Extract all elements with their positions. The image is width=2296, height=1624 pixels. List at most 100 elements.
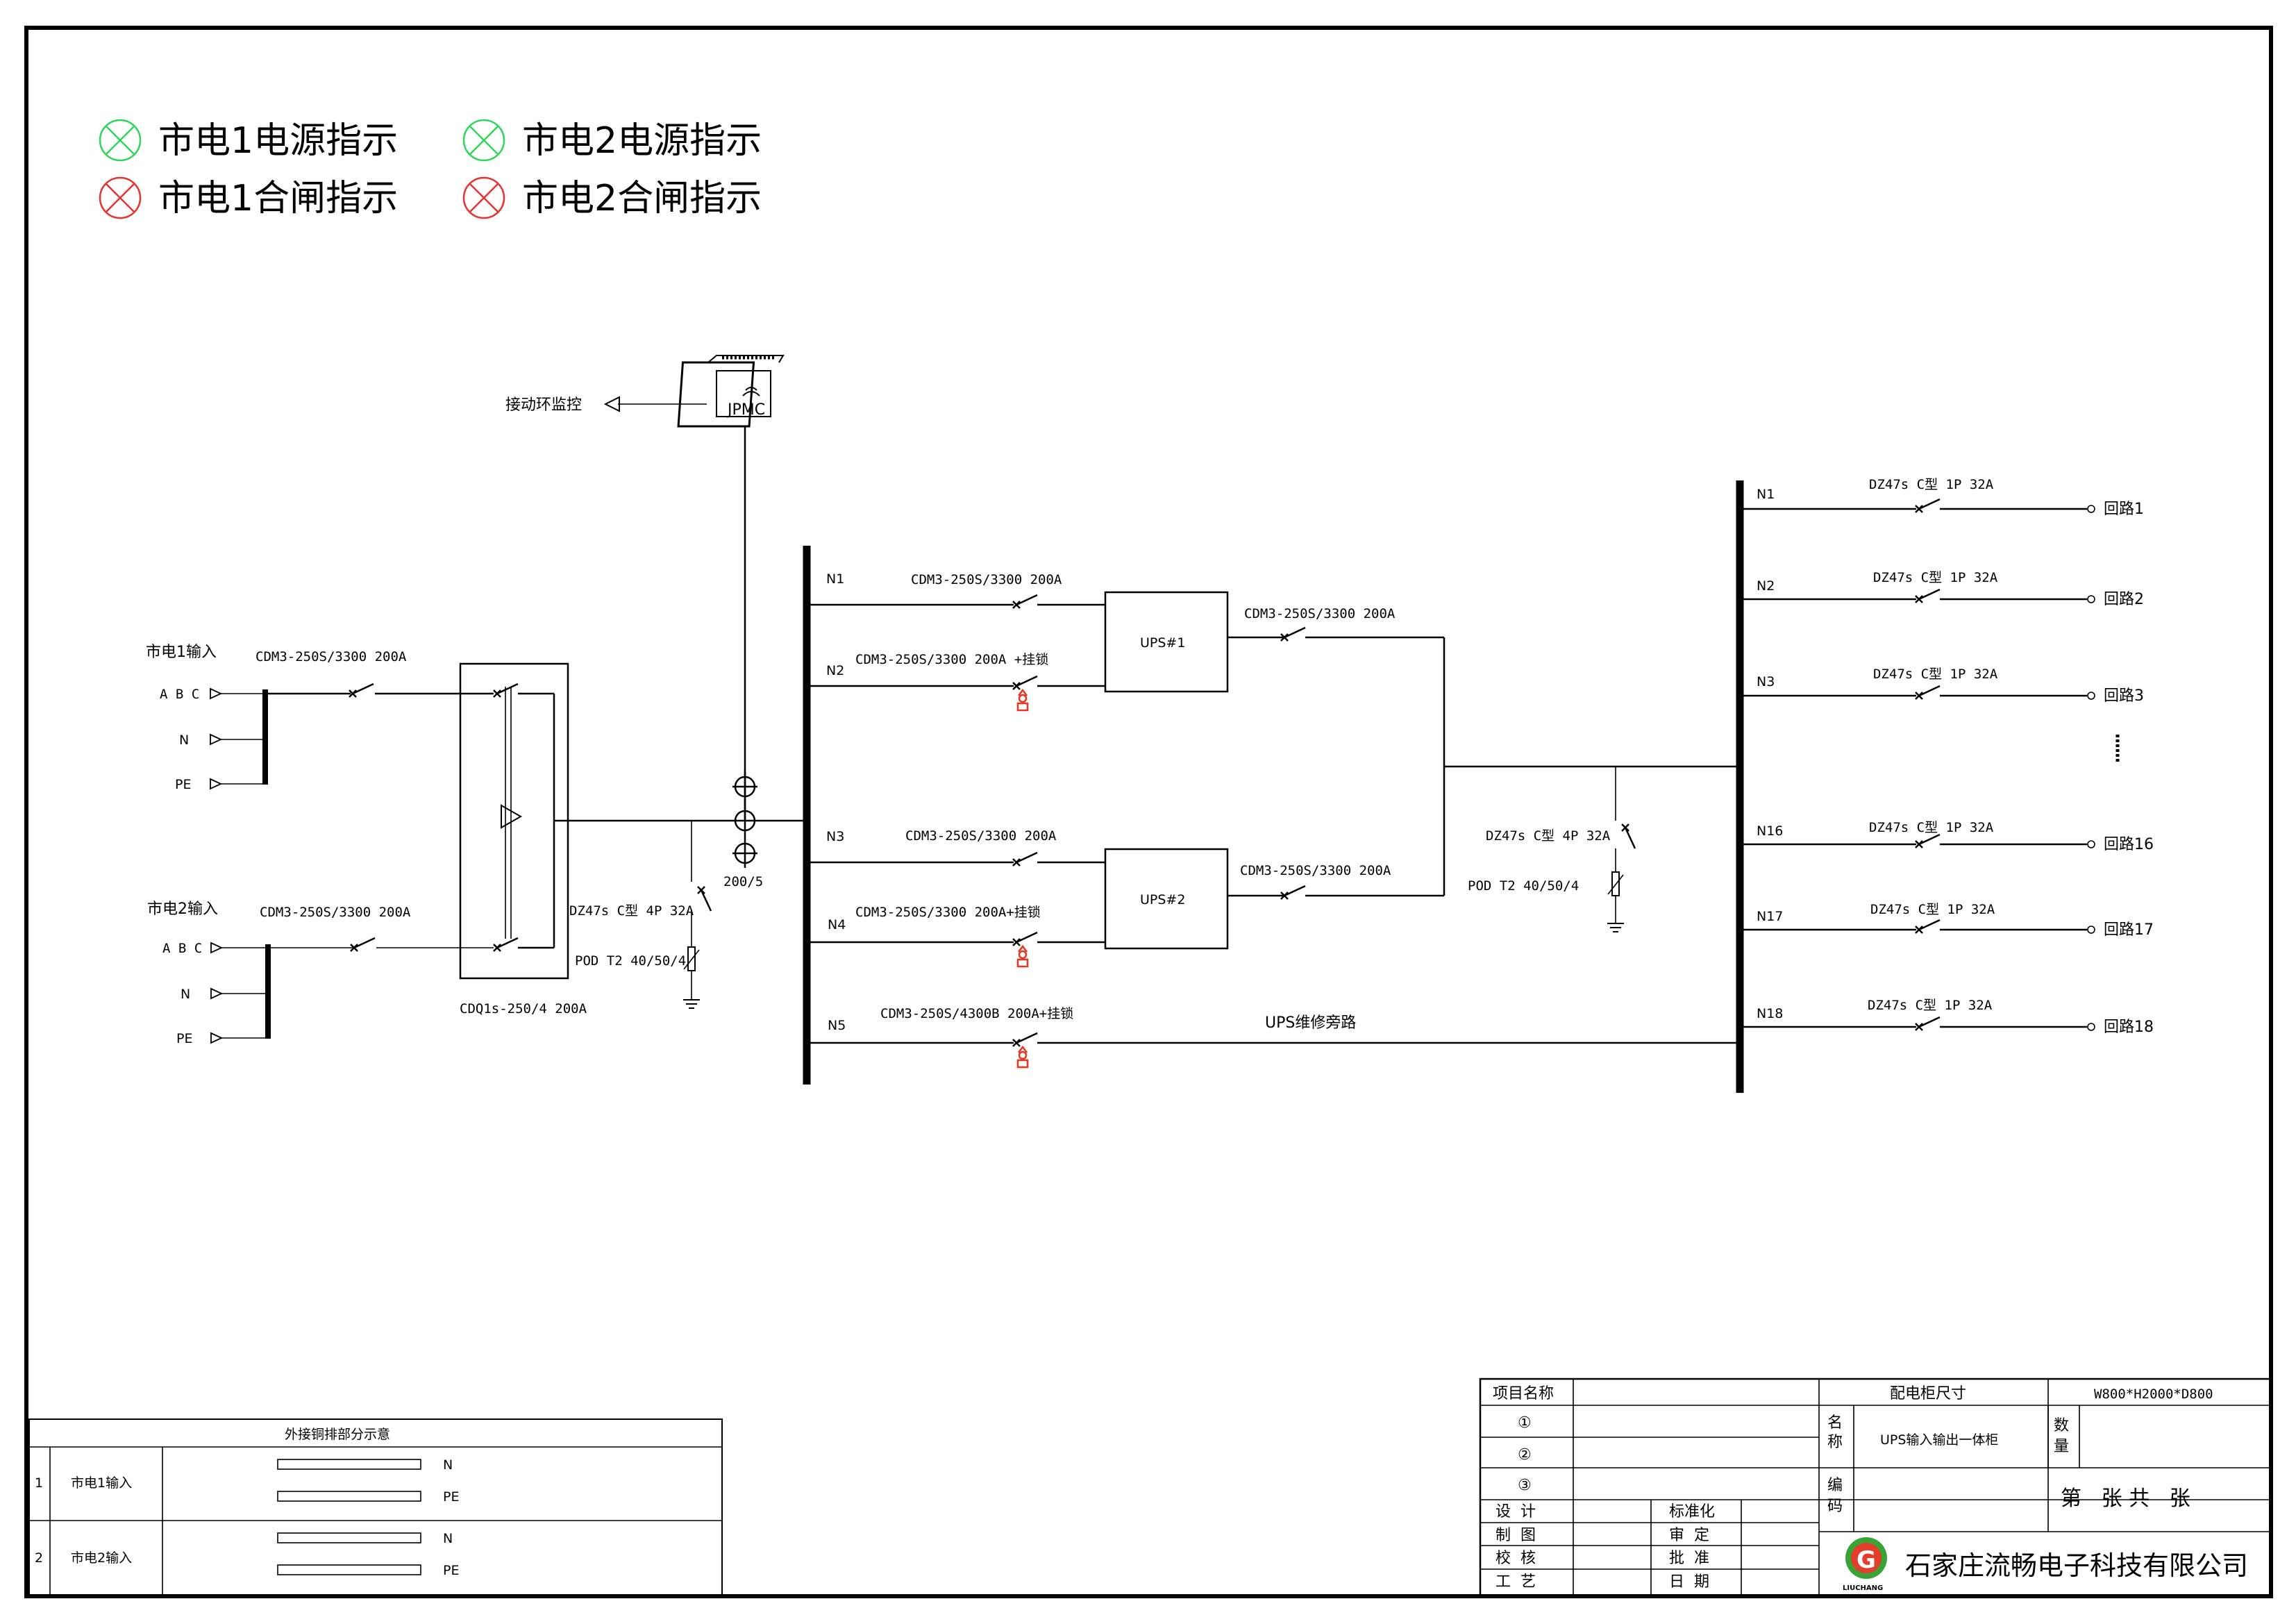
qty-label: 数 [2054,1417,2069,1434]
legend-label: 市电2合闸指示 [522,178,762,219]
input-title: 市电2输入 [147,901,218,918]
breaker-label: DZ47s C型 1P 32A [1868,998,1993,1013]
feeder-id: N18 [1757,1006,1783,1021]
svg-text:G: G [1857,1546,1876,1574]
qty-label: 量 [2054,1438,2069,1455]
bar-label: N [443,1457,453,1473]
indicator-lamp-icon [99,176,142,219]
breaker-label: DZ47s C型 1P 32A [1869,477,1994,492]
output-circuit: N18 DZ47s C型 1P 32A 回路18 [1740,998,2154,1036]
breaker-icon [1914,685,1941,701]
spd-label: POD T2 40/50/4 [1468,878,1579,894]
output-circuit: N1 DZ47s C型 1P 32A 回路1 [1740,477,2144,518]
breaker-icon [1012,1032,1039,1048]
role-label: 制 图 [1495,1527,1536,1544]
jpmc-monitor: JPMC 接动环监控 [505,355,785,819]
circled-number: ② [1518,1446,1532,1464]
sheet-number: 第 张 共 张 [2061,1487,2190,1511]
outer-frame [24,26,2273,1598]
breaker-icon [1280,626,1307,642]
breaker-icon [1914,498,1941,514]
breaker-label: DZ47s C型 1P 32A [1869,820,1994,835]
breaker-label: DZ47s C型 1P 32A [1873,570,1998,585]
bar-pe [277,1491,421,1502]
bar-pe [277,1564,421,1575]
feeder-id: N1 [1757,487,1775,502]
spd-right: DZ47s C型 4P 32A POD T2 40/50/4 [1468,767,1636,932]
legend-label: 市电1合闸指示 [158,178,398,219]
project-name-label: 项目名称 [1493,1385,1554,1403]
padlock-icon [1016,689,1029,712]
monitor-target-label: 接动环监控 [505,396,582,414]
role-label: 标准化 [1669,1503,1715,1521]
feeder-id: N1 [826,571,844,587]
ats-switch: CDQ1s-250/4 200A [459,662,745,1016]
legend: 市电1电源指示 市电2电源指示 市电1合闸指示 市电2合闸指示 [99,119,762,219]
role-label: 批 准 [1669,1550,1709,1567]
bar-label: N [443,1531,453,1546]
input-title: 市电1输入 [146,644,217,661]
legend-label: 市电2电源指示 [522,120,762,162]
output-circuit: N2 DZ47s C型 1P 32A 回路2 [1740,570,2144,608]
current-transformers: 200/5 [723,771,807,889]
bar-label: PE [443,1563,459,1578]
name-label: 称 [1827,1434,1843,1451]
ct-ratio-label: 200/5 [723,874,763,889]
breaker-icon [348,683,375,698]
breaker-label: DZ47s C型 1P 32A [1873,667,1998,682]
padlock-icon [1016,945,1029,968]
phase-label: A B C [162,941,202,956]
jpmc-label: JPMC [726,401,765,419]
breaker-icon [1620,823,1636,850]
neutral-label: N [181,987,190,1002]
breaker-icon [1914,919,1941,935]
ground-icon [682,999,701,1009]
circled-number: ③ [1518,1477,1532,1494]
breaker-icon [492,937,519,953]
breaker-label: CDM3-250S/3300 200A [255,649,407,664]
row-name: 市电1输入 [71,1475,132,1491]
output-circuit: N16 DZ47s C型 1P 32A 回路16 [1740,820,2154,853]
legend-label: 市电1电源指示 [158,120,398,162]
breaker-icon [349,937,376,953]
indicator-lamp-icon [462,176,505,219]
breaker-icon [1914,833,1941,849]
breaker-label: DZ47s C型 4P 32A [569,903,694,919]
feeder-id: N3 [826,829,844,844]
role-label: 校 核 [1495,1550,1536,1567]
breaker-icon [1914,1016,1941,1032]
breaker-label: CDM3-250S/4300B 200A+挂锁 [880,1006,1073,1021]
triangle-icon [501,804,523,829]
feeder-n4: N4 CDM3-250S/3300 200A+挂锁 [807,905,1105,968]
code-label: 编 [1827,1477,1843,1494]
company-name: 石家庄流畅电子科技有限公司 [1905,1550,2248,1581]
cabinet-size-value: W800*H2000*D800 [2094,1387,2213,1402]
spd-left: DZ47s C型 4P 32A POD T2 40/50/4 [569,821,712,1009]
busbar-table: 外接铜排部分示意 1 市电1输入 N PE 2 市电2输入 N PE [28,1418,723,1596]
row-no: 1 [35,1475,43,1491]
ups-label: UPS#2 [1140,892,1185,907]
ups-2: UPS#2 CDM3-250S/3300 200A [1104,848,1444,950]
cabinet-size-label: 配电柜尺寸 [1890,1385,1966,1403]
company-logo: G LIUCHANG [1843,1537,1887,1592]
feeder-n5: N5 CDM3-250S/4300B 200A+挂锁 UPS维修旁路 [807,1006,1738,1069]
feeder-id: N17 [1757,909,1783,924]
row-no: 2 [35,1550,43,1566]
bar-label: PE [443,1489,459,1505]
breaker-icon [1012,851,1039,867]
phase-label: A B C [160,687,199,702]
breaker-icon [696,885,712,912]
name-value: UPS输入输出一体柜 [1880,1432,1998,1448]
feeder-n1: N1 CDM3-250S/3300 200A [807,571,1105,610]
title-block: 项目名称 配电柜尺寸 W800*H2000*D800 ① ② ③ 名 称 UPS… [1479,1378,2272,1598]
circuit-label: 回路3 [2104,687,2144,705]
breaker-label: DZ47s C型 4P 32A [1486,828,1611,844]
neutral-label: N [179,733,189,748]
output-circuit: N3 DZ47s C型 1P 32A 回路3 [1740,667,2144,705]
feeder-id: N5 [828,1018,846,1033]
indicator-lamp-icon [99,119,142,162]
code-label: 码 [1827,1498,1843,1515]
feeder-n3: N3 CDM3-250S/3300 200A [807,828,1105,867]
ats-label: CDQ1s-250/4 200A [460,1001,587,1016]
